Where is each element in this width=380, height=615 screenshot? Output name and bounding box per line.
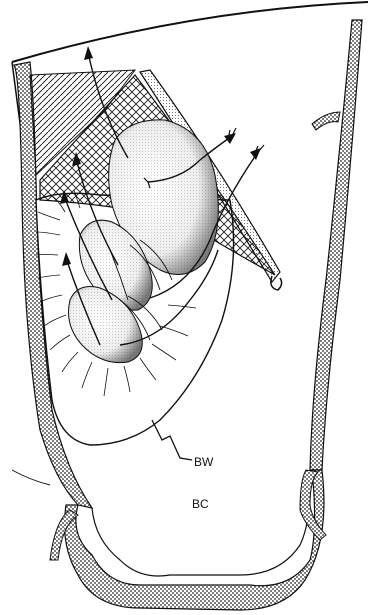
right-wall-branch bbox=[312, 112, 340, 130]
bottom-left-stub bbox=[12, 470, 50, 485]
bottom-wall-band bbox=[65, 470, 324, 610]
right-wall-band bbox=[310, 20, 362, 470]
cavity-floor-edge bbox=[92, 470, 310, 576]
top-cut-edge bbox=[12, 2, 368, 62]
bw-pointer bbox=[152, 420, 192, 460]
label-bc: BC bbox=[192, 497, 209, 511]
label-bw: BW bbox=[194, 455, 214, 469]
